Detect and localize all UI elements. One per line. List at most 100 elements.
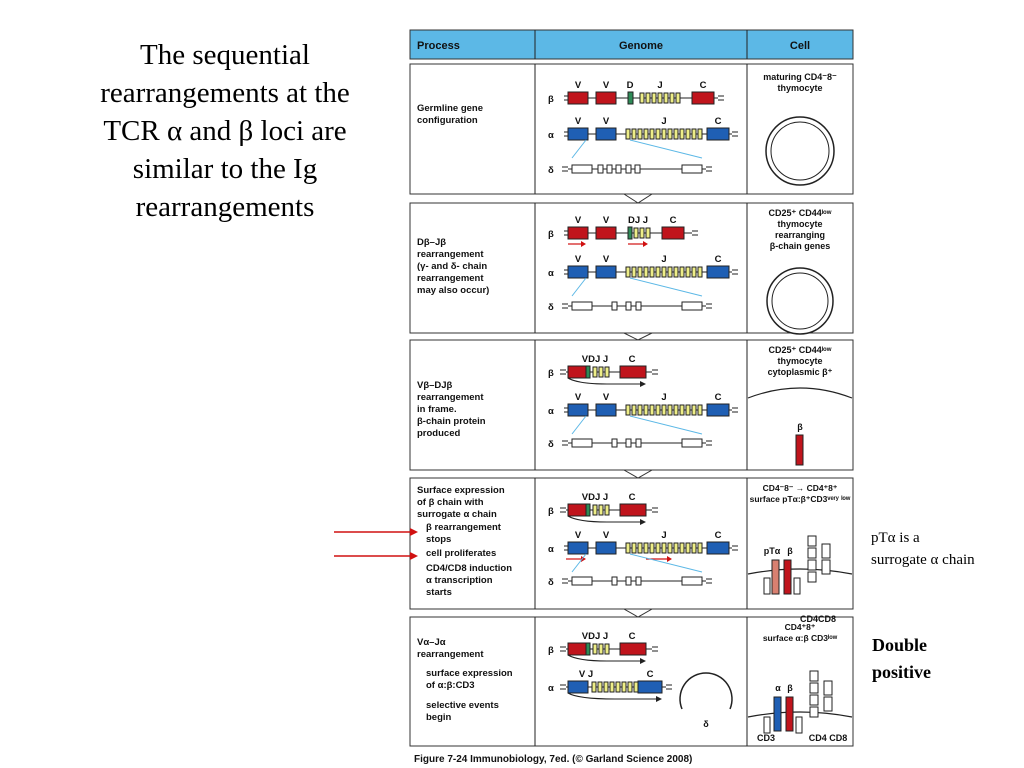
process-item: surface expression: [426, 668, 513, 679]
transcript-arrow-head: [656, 696, 662, 702]
j-segment: [691, 266, 697, 278]
title-line: similar to the Ig: [132, 153, 318, 185]
delta-segment: [611, 438, 618, 448]
j-segment: [649, 266, 655, 278]
cd3-protein: [763, 716, 771, 734]
j-segment: [643, 266, 649, 278]
transcription-arrow-head: [581, 556, 586, 562]
cell-label: cytoplasmic β⁺: [768, 367, 833, 377]
note-line: surrogate α chain: [871, 552, 975, 568]
j-segment: [685, 266, 691, 278]
v-label: V: [575, 80, 582, 91]
cell-label: thymocyte: [777, 83, 822, 93]
alpha-c-segment: [706, 127, 730, 141]
title-line: The sequential: [140, 39, 310, 71]
delta-segment: [571, 576, 593, 586]
figure-caption: Figure 7-24 Immunobiology, 7ed. (© Garla…: [414, 754, 692, 765]
vdj-label: VDJ J: [582, 492, 608, 503]
j-segment: [649, 404, 655, 416]
c-label: C: [715, 254, 722, 265]
j-segment: [604, 643, 610, 655]
vj-label: V J: [579, 669, 593, 680]
j-segment: [655, 128, 661, 140]
c-label: C: [715, 530, 722, 541]
header-bar: [409, 29, 854, 60]
j-segment: [598, 643, 604, 655]
beta-vdj-segment: [567, 642, 587, 656]
delta-segment: [681, 438, 703, 448]
c-label: C: [700, 80, 707, 91]
cd4-domain: [809, 670, 819, 682]
j-segment: [645, 227, 651, 239]
beta-c-segment: [619, 365, 647, 379]
delta-segment: [635, 576, 642, 586]
j-segment: [625, 542, 631, 554]
delta-guide: [571, 277, 587, 297]
j-segment: [592, 366, 598, 378]
process-item: selective events: [426, 700, 499, 711]
j-segment: [697, 266, 703, 278]
j-segment: [598, 366, 604, 378]
delta-locus-label: δ: [548, 439, 554, 450]
j-segment: [631, 266, 637, 278]
j-label: J: [657, 80, 662, 91]
process-text: produced: [417, 428, 460, 439]
red-pointer-arrow-head: [410, 552, 418, 560]
alpha-v-segment: [595, 265, 617, 279]
alpha-v-segment: [567, 541, 589, 555]
j-segment: [661, 128, 667, 140]
c-label: C: [629, 492, 636, 503]
delta-locus-label: δ: [548, 577, 554, 588]
delta-segment: [571, 438, 593, 448]
j-segment: [657, 92, 663, 104]
j-label: J: [661, 530, 666, 541]
j-label: J: [661, 116, 666, 127]
delta-guide: [571, 553, 587, 573]
cell-membrane: [747, 711, 853, 718]
process-text: in frame.: [417, 404, 457, 415]
transcription-arrow-head: [667, 556, 672, 562]
beta-locus-label: β: [548, 368, 554, 379]
thymocyte-cell-inner: [771, 272, 829, 330]
process-item: β rearrangement: [426, 522, 502, 533]
process-text: Vα–Jα: [417, 637, 446, 648]
j-segment: [697, 542, 703, 554]
j-label: J: [661, 392, 666, 403]
delta-guide: [571, 139, 587, 159]
j-segment: [643, 542, 649, 554]
dp-line: positive: [872, 662, 932, 682]
cell-membrane: [747, 387, 853, 399]
beta-v-segment: [567, 226, 589, 240]
process-item: stops: [426, 534, 451, 545]
delta-segment: [606, 164, 613, 174]
beta-c-segment: [661, 226, 685, 240]
alpha-chain-protein: [773, 696, 782, 732]
beta-protein-label: β: [787, 683, 793, 693]
alpha-v-segment: [595, 127, 617, 141]
j-segment: [633, 227, 639, 239]
j-segment: [655, 404, 661, 416]
cd8-domain: [821, 543, 831, 559]
pta-protein: [771, 559, 780, 595]
j-segment: [679, 404, 685, 416]
delta-segment: [625, 438, 632, 448]
j-segment: [643, 128, 649, 140]
cell-label: β-chain genes: [770, 241, 831, 251]
v-label: V: [575, 392, 582, 403]
beta-vdj-segment: [567, 365, 587, 379]
beta-c-segment: [619, 503, 647, 517]
j-segment: [627, 681, 633, 693]
c-label: C: [670, 215, 677, 226]
delta-segment: [571, 164, 593, 174]
beta-d-segment: [585, 642, 591, 656]
c-label: C: [629, 354, 636, 365]
beta-v-segment: [595, 226, 617, 240]
c-label: C: [715, 116, 722, 127]
delta-segment: [625, 301, 632, 311]
j-segment: [655, 542, 661, 554]
v-label: V: [575, 215, 582, 226]
delta-circle-label: δ: [703, 719, 709, 729]
process-item: CD4/CD8 induction: [426, 563, 512, 574]
cd4-domain: [809, 694, 819, 706]
delta-locus-label: δ: [548, 165, 554, 176]
